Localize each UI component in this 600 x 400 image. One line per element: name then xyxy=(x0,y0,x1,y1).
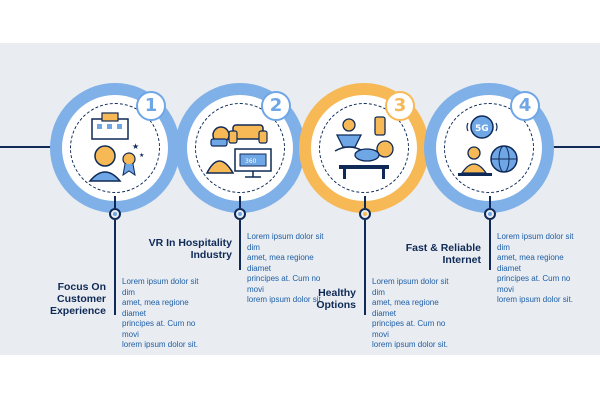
step-4-ring: 5G 4 xyxy=(424,83,554,213)
vr-hospitality-icon: 360 xyxy=(205,124,272,178)
step-3-ring: 3 xyxy=(299,83,429,213)
step-2-badge: 2 xyxy=(261,91,291,121)
step-2-ring: 360 2 xyxy=(175,83,305,213)
svg-text:★: ★ xyxy=(132,142,139,151)
svg-text:★: ★ xyxy=(139,152,144,159)
step-1-badge: 1 xyxy=(136,91,166,121)
svg-text:5G: 5G xyxy=(475,124,489,134)
healthy-options-icon xyxy=(334,116,394,179)
step-1-ring: ★ ★ 1 xyxy=(50,83,180,213)
fast-internet-icon: 5G xyxy=(458,115,518,176)
svg-text:360: 360 xyxy=(245,158,257,165)
step-3-badge: 3 xyxy=(385,91,415,121)
step-4-badge: 4 xyxy=(510,91,540,121)
customer-experience-icon: ★ ★ xyxy=(88,112,144,182)
